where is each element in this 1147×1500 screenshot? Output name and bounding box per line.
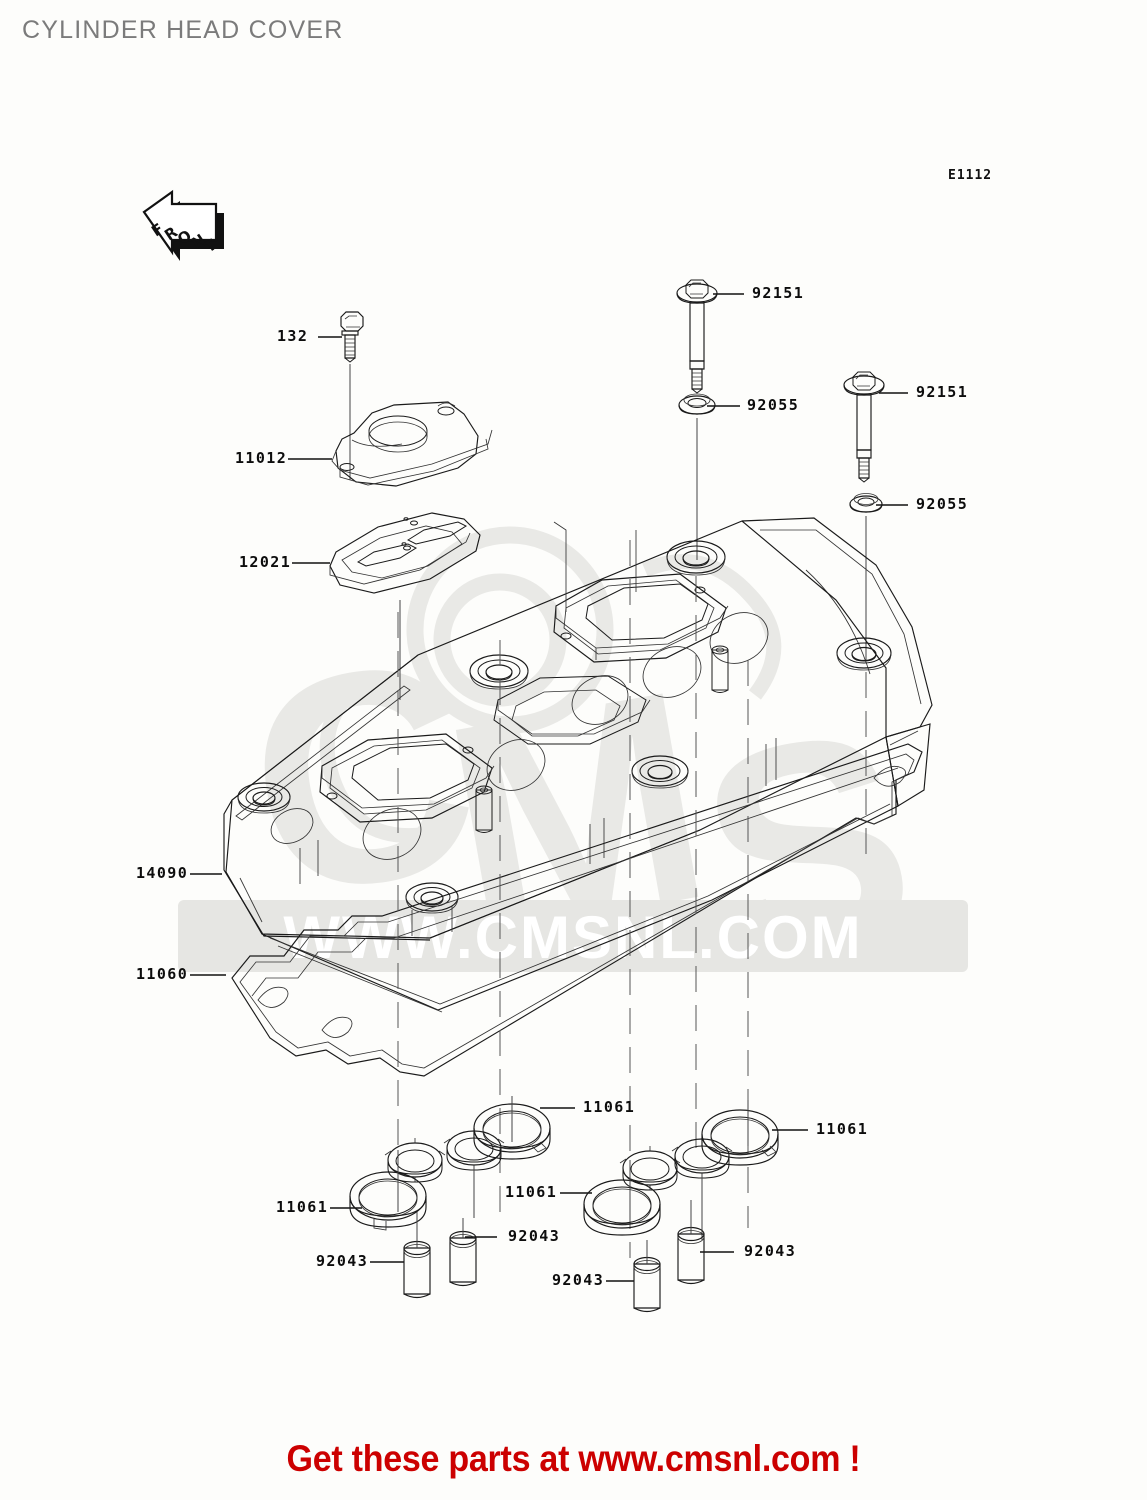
plug-tunnel-upper (553, 573, 729, 663)
bolt-boss-d (631, 755, 689, 789)
callout-11061-c: 11061 (276, 1198, 329, 1216)
diagram-code: E1112 (948, 168, 993, 183)
part-92151-bolt-right (843, 371, 885, 483)
part-92055-oring-right (849, 493, 883, 660)
part-11061-gasket-right-outer (671, 1100, 779, 1240)
callout-92151-b: 92151 (916, 383, 969, 401)
part-92043-pin-right (677, 1200, 705, 1285)
part-11061-gasket-left (349, 1138, 446, 1231)
watermark-url: WWW.CMSNL.COM (283, 904, 862, 971)
callout-11012: 11012 (235, 449, 288, 467)
bolt-boss-c (469, 654, 529, 690)
callout-92055-a: 92055 (747, 396, 800, 414)
part-11012-breather-cover (331, 401, 493, 487)
callout-14090: 14090 (136, 864, 189, 882)
part-11060-gasket (231, 743, 923, 1077)
part-92043-pin-left (403, 1212, 431, 1299)
callout-11060: 11060 (136, 965, 189, 983)
callout-11061-b: 11061 (816, 1120, 869, 1138)
part-132-bolt (340, 311, 364, 480)
dowel-socket-1 (711, 645, 729, 693)
callout-12021: 12021 (239, 553, 292, 571)
callout-11061-d: 11061 (505, 1183, 558, 1201)
part-92043-pin-midleft (449, 1218, 477, 1287)
part-92043-pin-midright (633, 1240, 661, 1313)
footer-promo: Get these parts at www.cmsnl.com ! (286, 1438, 861, 1479)
bolt-boss-b (836, 637, 892, 671)
callout-92043-a: 92043 (316, 1252, 369, 1270)
part-92055-oring-upper (678, 393, 716, 560)
part-92151-bolt-upper (676, 279, 718, 394)
part-12021-breather-plate (329, 512, 481, 700)
part-14090-cylinder-head-cover (223, 517, 933, 1013)
bolt-boss-a (666, 540, 726, 576)
callout-92043-b: 92043 (508, 1227, 561, 1245)
dowel-socket-2 (475, 785, 493, 833)
callout-132: 132 (277, 327, 309, 345)
front-arrow-marker: F R O N T (142, 189, 224, 261)
part-11061-gasket-right-inner (583, 1146, 681, 1236)
page-title: CYLINDER HEAD COVER (22, 16, 344, 44)
callout-92151-a: 92151 (752, 284, 805, 302)
callout-92043-c: 92043 (744, 1242, 797, 1260)
callout-92043-d: 92043 (552, 1271, 605, 1289)
part-11061-gasket-mid (443, 1096, 551, 1218)
bolt-boss-e (237, 782, 291, 814)
callout-11061-a: 11061 (583, 1098, 636, 1116)
callout-92055-b: 92055 (916, 495, 969, 513)
